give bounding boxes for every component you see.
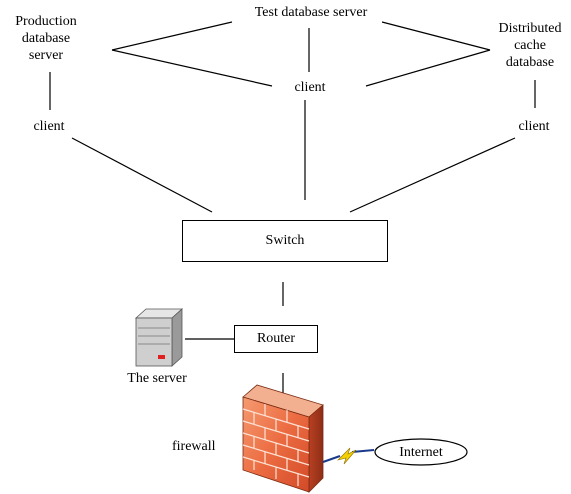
firewall-label: firewall: [172, 439, 216, 454]
switch-box: Switch: [182, 220, 388, 262]
firewall-icon: [242, 384, 324, 493]
server-label: The server: [127, 371, 187, 386]
link-production-client-center: [111, 49, 273, 87]
internet-link: [322, 447, 375, 465]
distributed-cache-label: Distributed cache database: [498, 21, 562, 70]
test-db-label: Test database server: [254, 5, 368, 20]
lightning-icon: [337, 447, 357, 465]
router-box: Router: [234, 325, 318, 353]
link-testdb-cache: [381, 21, 491, 51]
link-cache-client-center: [365, 49, 491, 87]
link-client-right-switch: [349, 137, 516, 213]
link-testdb-production: [111, 21, 233, 51]
server-icon: [134, 308, 184, 367]
internet-cloud-shape: [374, 438, 468, 466]
client-center-label: client: [294, 80, 326, 95]
production-db-label: Production database server: [15, 14, 77, 63]
internet-label: Internet: [399, 445, 443, 460]
client-right-label: client: [518, 119, 550, 134]
link-client-left-switch: [71, 137, 213, 213]
client-left-label: client: [33, 119, 65, 134]
